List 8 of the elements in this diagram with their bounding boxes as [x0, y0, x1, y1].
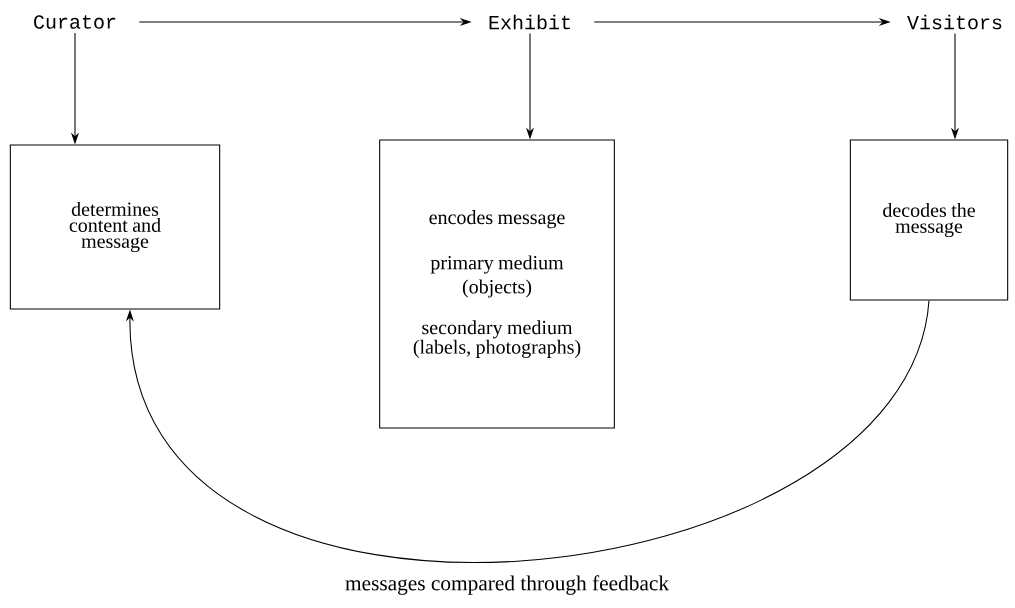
arrow — [125, 300, 930, 562]
process-box: determines content and message — [9, 144, 221, 310]
process-label: Visitors — [907, 14, 1002, 30]
process-box: decodes the message — [849, 139, 1009, 301]
process-label: Exhibit — [489, 14, 570, 30]
process-box: encodes message primary medium (objects) secondary medium (labels, photographs) — [379, 139, 615, 429]
caption-text: messages compared through feedback — [345, 575, 670, 595]
process-label: Curator — [34, 15, 116, 29]
